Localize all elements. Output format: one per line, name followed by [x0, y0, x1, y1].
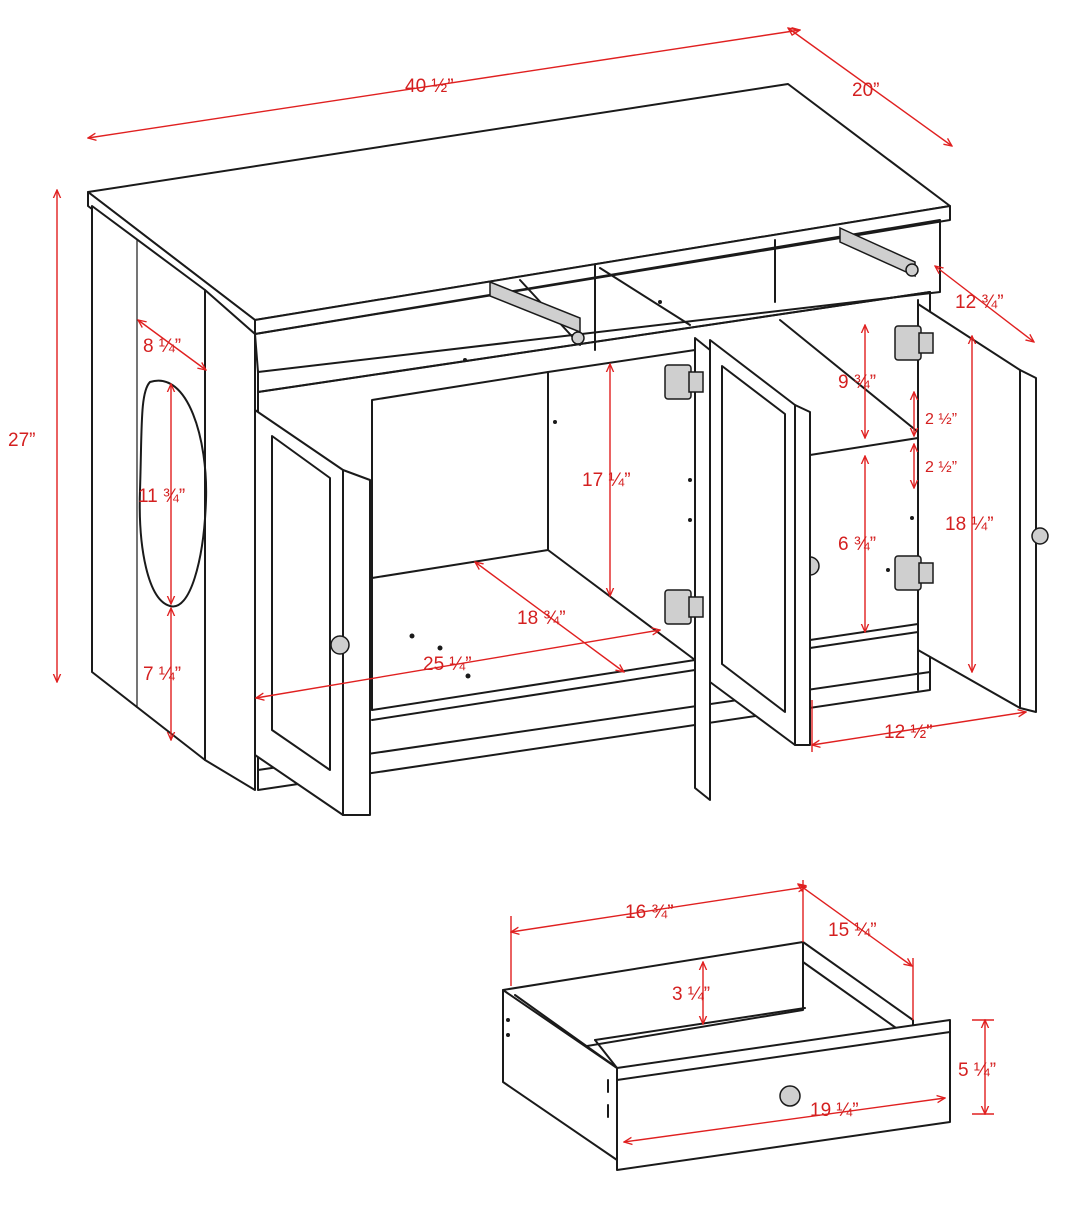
drawer-slide-right	[839, 226, 916, 278]
label-side-opening-offset: 8 ¼”	[143, 336, 181, 357]
hinge-right-upper	[894, 325, 934, 361]
label-drawer-opening-height: 9 ¾”	[838, 372, 876, 393]
hinge-right-lower	[894, 555, 934, 591]
label-side-bottom-height: 7 ¼”	[143, 664, 181, 685]
cabinet-left-front-edge	[204, 289, 256, 791]
label-right-interior-width: 12 ½”	[884, 722, 933, 743]
dim-line-left-interior-width	[256, 630, 660, 698]
label-left-interior-depth: 18 ¾”	[517, 608, 566, 629]
dim-line-drawer-opening-depth	[935, 266, 1034, 342]
dim-line-side-opening-offset	[138, 320, 206, 370]
dimension-lines	[57, 28, 1034, 1142]
cabinet-drawing	[87, 83, 1049, 816]
center-divider	[694, 337, 711, 801]
dim-line-overall-width	[88, 30, 800, 138]
right-door-edge	[1019, 369, 1037, 713]
label-drawer-front-height: 5 ¼”	[958, 1060, 996, 1081]
label-drawer-front-width: 19 ¼”	[810, 1100, 859, 1121]
label-overall-depth: 20”	[852, 80, 879, 101]
middle-door-edge	[794, 404, 811, 746]
right-door-knob	[1031, 527, 1049, 545]
label-overall-width: 40 ½”	[405, 76, 454, 97]
dim-line-drawer-depth	[798, 884, 912, 966]
dim-line-drawer-front-width	[624, 1098, 945, 1142]
label-left-interior-width: 25 ¼”	[423, 654, 472, 675]
left-door-knob	[330, 635, 350, 655]
label-right-door-height: 18 ¼”	[945, 514, 994, 535]
drawer-right-side	[802, 941, 914, 1041]
drawer-knob	[779, 1085, 801, 1107]
hinge-left-upper	[664, 364, 704, 400]
label-shelf-gap-lower: 2 ½”	[925, 459, 957, 476]
drawer-slide-left	[489, 280, 581, 334]
label-drawer-width: 16 ¾”	[625, 902, 674, 923]
hinge-left-lower	[664, 589, 704, 625]
label-drawer-inner-height: 3 ¼”	[672, 984, 710, 1005]
dimension-labels: 40 ½” 20” 27” 12 ¾” 8 ¼” 11 ¾” 7 ¼” 17 ¼…	[8, 76, 1004, 1121]
right-door	[917, 303, 1021, 709]
dim-line-overall-depth	[788, 28, 952, 146]
label-right-lower-height: 6 ¾”	[838, 534, 876, 555]
left-interior-back	[371, 371, 549, 579]
cat-entrance-opening	[138, 379, 208, 608]
label-overall-height: 27”	[8, 430, 35, 451]
dim-line-drawer-width	[511, 887, 806, 932]
drawer-drawing	[502, 941, 951, 1171]
label-drawer-depth: 15 ¼”	[828, 920, 877, 941]
label-shelf-gap-upper: 2 ½”	[925, 411, 957, 428]
label-drawer-opening-depth: 12 ¾”	[955, 292, 1004, 313]
label-side-opening-height: 11 ¾”	[138, 486, 185, 507]
dim-line-right-interior-width	[812, 712, 1026, 745]
label-left-interior-height: 17 ¼”	[582, 470, 631, 491]
